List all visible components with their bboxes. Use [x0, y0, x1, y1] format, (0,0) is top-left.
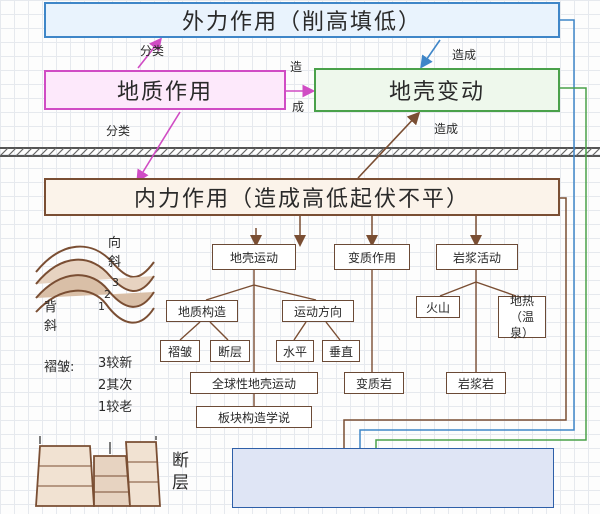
- fold-age-mid: 2其次: [98, 378, 133, 393]
- fold-age-new: 3较新: [98, 356, 133, 371]
- fold-box: 褶皱: [160, 340, 200, 362]
- global-crust-movement-text: 全球性地壳运动: [211, 376, 296, 391]
- magmatic-rock-text: 岩浆岩: [457, 376, 494, 391]
- magmatic-rock-box: 岩浆岩: [446, 372, 506, 394]
- horizontal-text: 水平: [282, 344, 307, 359]
- magma-activity-box: 岩浆活动: [436, 244, 518, 270]
- fault-sketch: [35, 436, 161, 507]
- syncline-label: 向斜: [108, 236, 122, 270]
- external-force-text: 外力作用（削高填低）: [181, 10, 422, 35]
- movement-direction-box: 运动方向: [282, 300, 354, 322]
- crust-change-text: 地壳变动: [388, 80, 485, 105]
- internal-force-text: 内力作用（造成高低起伏不平）: [133, 187, 470, 212]
- fold-age-old: 1较老: [98, 400, 133, 415]
- plate-tectonics-box: 板块构造学说: [196, 406, 312, 428]
- movement-direction-text: 运动方向: [293, 304, 342, 319]
- horizontal-box: 水平: [276, 340, 314, 362]
- cause-label-left-2: 成: [292, 100, 305, 114]
- plate-tectonics-text: 板块构造学说: [217, 410, 290, 425]
- magma-activity-text: 岩浆活动: [452, 250, 501, 265]
- layer-3-label: 3: [112, 276, 119, 289]
- bottom-summary-box: [232, 448, 554, 508]
- volcano-box: 火山: [416, 296, 460, 318]
- geologic-structure-text: 地质构造: [177, 304, 226, 319]
- fault-text: 断层: [217, 344, 242, 359]
- classify-label-bottom: 分类: [106, 124, 131, 138]
- volcano-text: 火山: [425, 300, 450, 315]
- metamorphic-rock-box: 变质岩: [344, 372, 404, 394]
- vertical-box: 垂直: [322, 340, 360, 362]
- fault-box: 断层: [210, 340, 250, 362]
- geothermal-box: 地热（温泉）: [498, 294, 546, 340]
- fold-sketch: [35, 245, 155, 324]
- cause-label-blue: 造成: [452, 48, 477, 62]
- cause-label-brown: 造成: [434, 122, 459, 136]
- geologic-structure-box: 地质构造: [166, 300, 238, 322]
- vertical-text: 垂直: [328, 344, 353, 359]
- crust-change-box: 地壳变动: [314, 68, 560, 112]
- crust-movement-text: 地壳运动: [229, 250, 278, 265]
- geologic-process-box: 地质作用: [44, 70, 286, 110]
- layer-2-label: 2: [104, 288, 111, 301]
- fold-text: 褶皱: [167, 344, 192, 359]
- fault-sketch-label: 断层: [172, 451, 189, 493]
- classify-label-top: 分类: [140, 44, 165, 58]
- metamorphism-text: 变质作用: [347, 250, 396, 265]
- layer-1-label: 1: [98, 300, 105, 313]
- metamorphism-box: 变质作用: [334, 244, 410, 270]
- internal-force-box: 内力作用（造成高低起伏不平）: [44, 178, 560, 216]
- crust-movement-box: 地壳运动: [212, 244, 296, 270]
- cause-label-left-1: 造: [290, 60, 303, 74]
- global-crust-movement-box: 全球性地壳运动: [190, 372, 318, 394]
- metamorphic-rock-text: 变质岩: [355, 376, 392, 391]
- external-force-box: 外力作用（削高填低）: [44, 2, 560, 38]
- geothermal-text: 地热（温泉）: [509, 294, 534, 340]
- fold-age-title: 褶皱:: [44, 360, 75, 375]
- geologic-process-text: 地质作用: [116, 80, 213, 105]
- anticline-label: 背斜: [44, 300, 58, 334]
